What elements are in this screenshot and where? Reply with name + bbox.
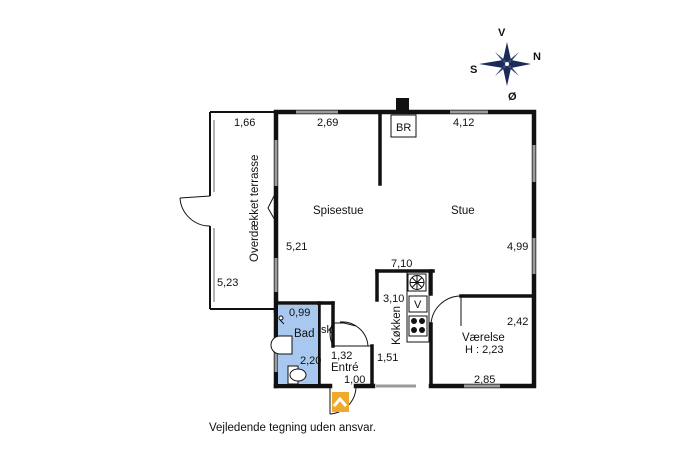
extractor-fan-icon bbox=[407, 273, 427, 292]
fireplace-box bbox=[390, 114, 417, 138]
bedroom-side-label: 2,42 bbox=[507, 316, 528, 328]
terrace-outline bbox=[209, 111, 280, 310]
disclaimer-text: Vejledende tegning uden ansvar. bbox=[209, 422, 376, 434]
bedroom-width-label: 2,85 bbox=[474, 374, 495, 386]
living-label: Stue bbox=[451, 205, 475, 217]
kitchen-bottom-label: 1,51 bbox=[377, 352, 398, 364]
stove-icon bbox=[411, 318, 425, 333]
bath-fixtures bbox=[270, 315, 307, 385]
bedroom-door bbox=[430, 295, 462, 326]
bath-label: Bad bbox=[294, 328, 314, 340]
compass-rose: V S N Ø bbox=[470, 27, 541, 103]
terrace-door bbox=[179, 195, 211, 227]
fridge-label: V bbox=[414, 299, 422, 311]
terrace-length-label: 5,23 bbox=[217, 277, 238, 289]
kitchen-side-label: 3,10 bbox=[383, 293, 404, 305]
compass-north-label: V bbox=[498, 27, 506, 39]
entry-label: Entré bbox=[331, 362, 359, 374]
bedroom-label: Værelse bbox=[462, 332, 505, 344]
living-length-label: 4,99 bbox=[507, 241, 528, 253]
terrace-label: Overdækket terrasse bbox=[249, 155, 261, 262]
bedroom-height-label: H : 2,23 bbox=[465, 344, 504, 356]
entry-length-label: 1,00 bbox=[344, 374, 365, 386]
terrace-width-label: 1,66 bbox=[234, 117, 255, 129]
entry-width-label: 1,32 bbox=[331, 350, 352, 362]
dining-door bbox=[267, 191, 277, 223]
kitchen-label: Køkken bbox=[391, 306, 403, 345]
compass-east-label: N bbox=[533, 51, 541, 63]
bath-length-label: 2,20 bbox=[300, 355, 321, 367]
compass-west-label: S bbox=[470, 64, 477, 76]
living-width-label: 4,12 bbox=[453, 117, 474, 129]
compass-south-label: Ø bbox=[508, 91, 517, 103]
bath-width-label: 0,99 bbox=[289, 307, 310, 319]
dining-width-label: 2,69 bbox=[317, 117, 338, 129]
dining-label: Spisestue bbox=[313, 205, 364, 217]
interior-walls bbox=[275, 110, 536, 388]
closet-label: sk bbox=[321, 324, 333, 336]
exterior-windows bbox=[274, 110, 536, 388]
entry-door bbox=[333, 321, 372, 347]
entrance-arrow-icon bbox=[332, 392, 349, 412]
fireplace-label: BR bbox=[396, 122, 411, 134]
kitchen-top-label: 7,10 bbox=[391, 258, 412, 270]
dining-length-label: 5,21 bbox=[286, 241, 307, 253]
chimney bbox=[396, 98, 409, 111]
